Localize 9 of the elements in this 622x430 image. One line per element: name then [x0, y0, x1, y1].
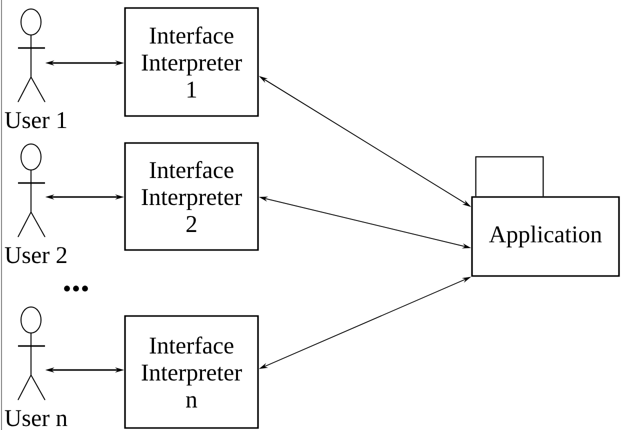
interpreter-box: Interface Interpreter n [124, 315, 259, 429]
user-label: User 2 [4, 247, 66, 264]
interpreter-box: Interface Interpreter 1 [124, 7, 259, 117]
interpreter-box: Interface Interpreter 2 [124, 142, 259, 251]
empty-box [475, 156, 544, 196]
user-label: User 1 [4, 112, 66, 128]
user-label: User n [4, 410, 68, 426]
ellipsis: ... [64, 286, 88, 292]
application-box: Application [471, 196, 620, 277]
